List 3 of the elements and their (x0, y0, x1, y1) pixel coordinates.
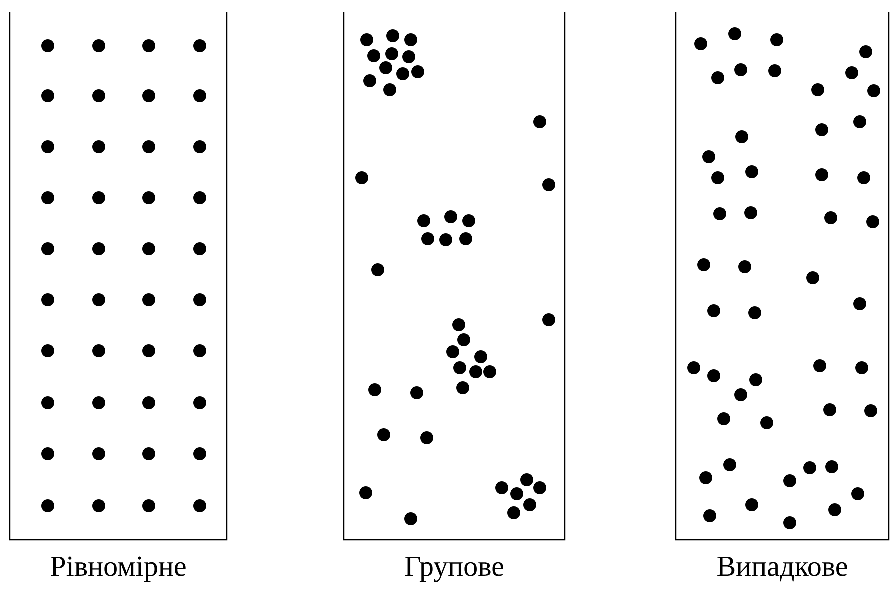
caption-label: Групове (405, 557, 504, 582)
caption-label: Випадкове (718, 557, 848, 582)
caption-label: Рівномірне (51, 556, 186, 582)
